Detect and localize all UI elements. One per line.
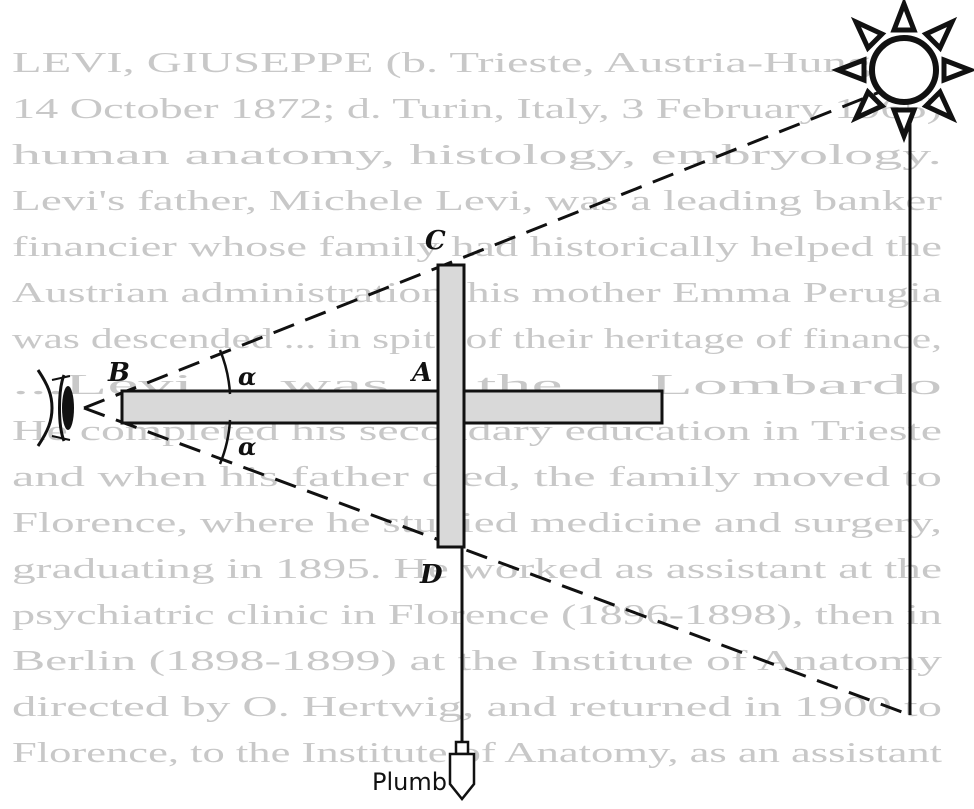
background-text-line: and when his father died, the family mov… <box>12 461 942 493</box>
background-text-line: was descended ... in spite of their heri… <box>12 323 942 355</box>
label-B: B <box>107 358 130 388</box>
label-C: C <box>425 226 446 256</box>
label-alpha-lower: α <box>238 432 256 461</box>
horizontal-staff <box>120 389 664 425</box>
background-text-line: directed by O. Hertwig, and returned in … <box>12 691 942 723</box>
background-text-line: graduating in 1895. He worked as assista… <box>12 553 942 585</box>
background-text-line: LEVI, GIUSEPPE (b. Trieste, Austria-Hung… <box>12 47 942 79</box>
background-text-line: Berlin (1898-1899) at the Institute of A… <box>12 645 943 677</box>
background-text-line: 14 October 1872; d. Turin, Italy, 3 Febr… <box>12 93 942 125</box>
sun-icon <box>831 0 974 143</box>
label-alpha-upper: α <box>238 362 256 391</box>
background-text-line: Austrian administration, his mother Emma… <box>12 277 942 309</box>
background-text-line: psychiatric clinic in Florence (1896-189… <box>12 599 943 631</box>
label-D: D <box>419 560 443 590</box>
plumb-bob <box>448 740 476 802</box>
background-text-line: Levi's father, Michele Levi, was a leadi… <box>12 185 943 217</box>
background-text-line: financier whose family had historically … <box>12 231 942 263</box>
label-plumb: Plumb <box>372 768 447 796</box>
angle-arc-upper <box>218 349 232 395</box>
vertical-transom <box>436 263 466 549</box>
background-text-line: Florence, where he studied medicine and … <box>12 507 942 539</box>
label-A: A <box>409 358 432 388</box>
background-text-line: human anatomy, histology, embryology. <box>12 139 942 171</box>
angle-arc-lower <box>218 419 232 465</box>
eye-icon <box>36 369 74 447</box>
background-text-line: Florence, to the Institute of Anatomy, a… <box>12 737 942 769</box>
